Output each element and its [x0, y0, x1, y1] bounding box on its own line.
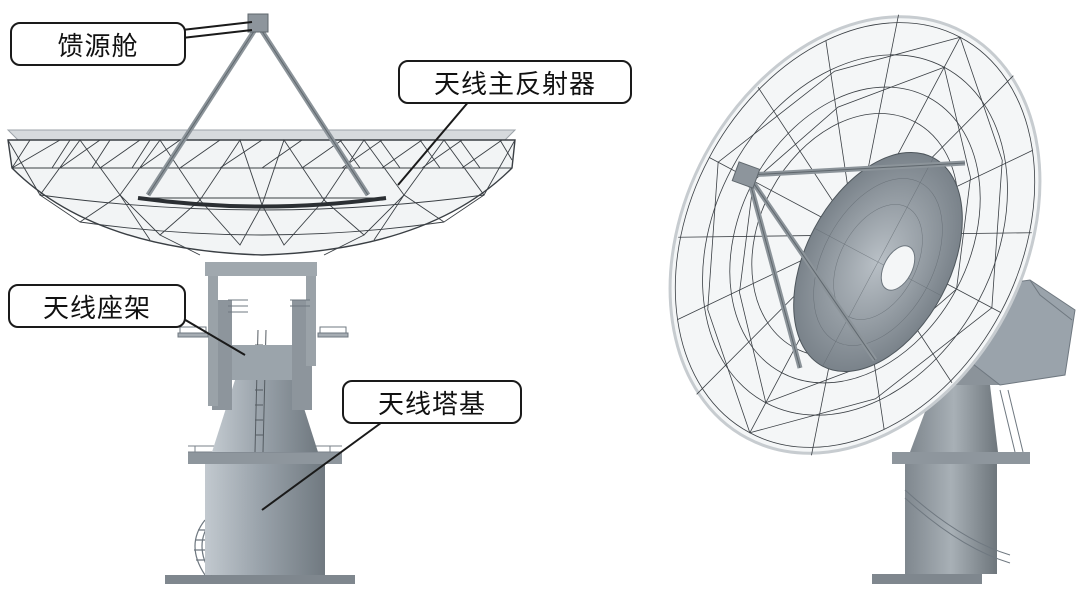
left-antenna [6, 13, 517, 584]
right-tower-cylinder [905, 462, 997, 574]
callout-main-reflector: 天线主反射器 [398, 60, 632, 104]
left-yoke-top [205, 262, 317, 276]
left-side-platforms [177, 299, 349, 338]
callout-feed-cabin: 馈源舱 [10, 22, 186, 66]
left-main-reflector [6, 129, 517, 256]
right-main-reflector [668, 14, 1042, 456]
right-feed-cabin [731, 161, 761, 189]
left-tower-platform [188, 452, 342, 464]
left-tower-cone [212, 380, 318, 452]
callout-tower-base: 天线塔基 [342, 380, 522, 424]
right-dish-center-hole [880, 245, 916, 291]
left-ground-plate [165, 575, 355, 584]
leader-lines-left [181, 21, 471, 511]
right-ground-plate [872, 574, 982, 584]
right-feed-support [731, 160, 966, 369]
right-spiral-stair [904, 389, 1024, 564]
left-mount-body [225, 345, 305, 380]
left-tower-cylinder [205, 462, 325, 575]
callout-mount: 天线座架 [8, 284, 186, 328]
right-antenna [668, 14, 1076, 584]
